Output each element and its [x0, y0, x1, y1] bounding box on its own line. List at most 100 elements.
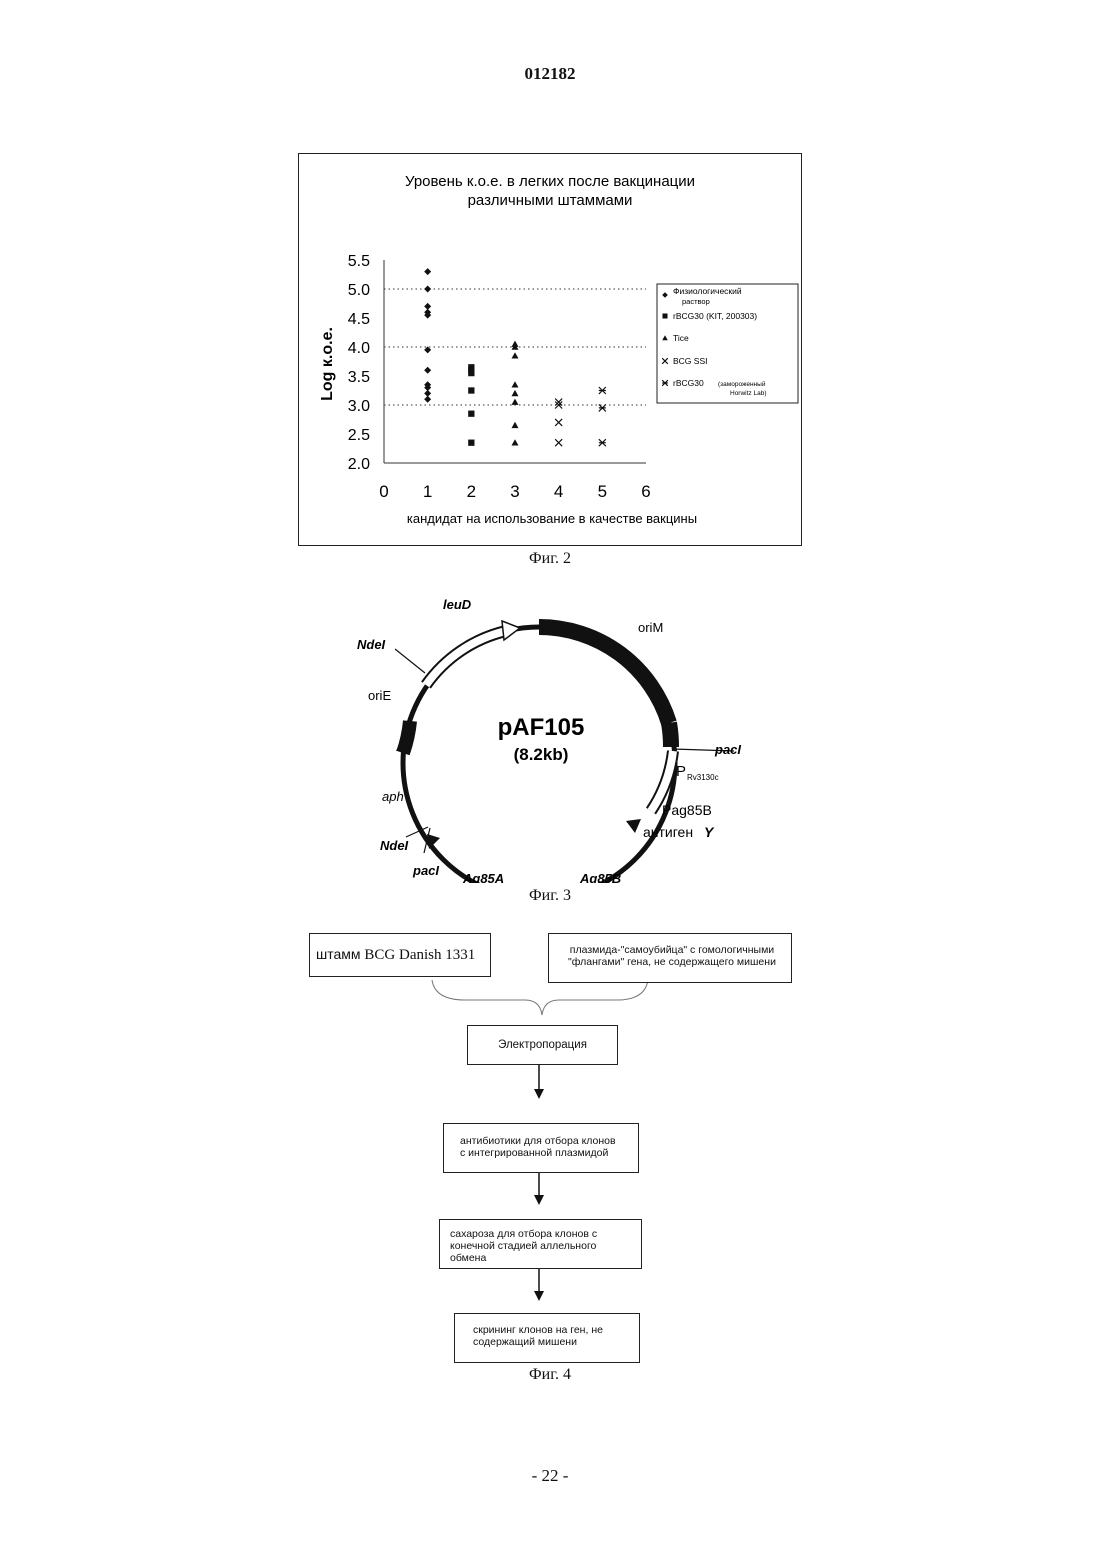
chart-title-line1: Уровень к.о.е. в легких после вакцинации [405, 173, 695, 190]
label-antigen: антиген [643, 824, 693, 840]
x-axis-label: кандидат на использование в качестве вак… [407, 511, 697, 526]
data-point-triangle [512, 439, 519, 445]
electroporation-box: Электропорация [467, 1025, 618, 1065]
sucrose-line2: конечной стадией аллельного [450, 1240, 635, 1252]
plasmid-size: (8.2kb) [514, 745, 569, 764]
chart-title-line2: различными штаммами [468, 192, 633, 209]
data-point-triangle [512, 381, 519, 387]
antibiotic-line2: с интегрированной плазмидой [460, 1147, 632, 1159]
label-antigen-y: Y [704, 824, 715, 840]
y-tick-label: 4.0 [348, 340, 370, 357]
legend-note: (замороженный [718, 380, 766, 388]
label-leud: leuD [443, 597, 472, 612]
y-tick-label: 5.5 [348, 253, 370, 270]
y-axis-label: Log к.о.е. [319, 327, 336, 401]
data-point-x [555, 439, 562, 446]
data-point-triangle [512, 399, 519, 405]
data-point-triangle [512, 352, 519, 358]
chart-legend: Физиологическийраствор rBCG30 (KIT, 20030… [657, 284, 798, 403]
label-ndei-left: NdeI [380, 838, 409, 853]
orim-segment-end [669, 723, 671, 747]
legend-note-line2: Horwitz Lab) [730, 390, 766, 397]
antibiotic-selection-box: антибиотики для отбора клонов с интегрир… [443, 1123, 639, 1173]
x-tick-label: 5 [598, 482, 607, 501]
x-tick-labels: 0 1 2 3 4 5 6 [379, 482, 650, 501]
data-point-asterisk [599, 404, 606, 411]
y-tick-label: 2.5 [348, 427, 370, 444]
plasmid-line1: плазмида-"самоубийца" с гомологичными [557, 944, 787, 956]
sucrose-line1: сахароза для отбора клонов с [450, 1228, 635, 1240]
sucrose-line3: обмена [450, 1252, 635, 1264]
data-point-triangle [512, 422, 519, 428]
x-tick-label: 0 [379, 482, 388, 501]
x-tick-label: 1 [423, 482, 432, 501]
x-tick-label: 3 [510, 482, 519, 501]
y-tick-label: 3.5 [348, 369, 370, 386]
suicide-plasmid-box: плазмида-"самоубийца" с гомологичными "ф… [548, 933, 792, 983]
electroporation-label: Электропорация [468, 1039, 617, 1051]
label-paci-left: pacI [412, 863, 439, 878]
plasmid-map: leuD oriM NdeI oriE pAF105 (8.2kb) pacI … [330, 583, 750, 883]
data-point-asterisk [599, 439, 606, 446]
data-point-x [555, 419, 562, 426]
cfu-scatter-chart: Уровень к.о.е. в легких после вакцинации… [298, 153, 802, 546]
strain-name: BCG Danish 1331 [364, 947, 475, 963]
data-point-square [468, 387, 474, 393]
y-tick-label: 3.0 [348, 398, 370, 415]
data-point-square [468, 370, 474, 376]
y-tick-label: 4.5 [348, 311, 370, 328]
label-ndei-top: NdeI [357, 637, 386, 652]
y-tick-labels: 2.0 2.5 3.0 3.5 4.0 4.5 5.0 5.5 [348, 253, 370, 473]
plasmid-name: pAF105 [498, 714, 585, 741]
figure-2-caption: Фиг. 2 [0, 550, 1100, 568]
label-aph: aph [382, 789, 404, 804]
figure-3-caption: Фиг. 3 [0, 887, 1100, 905]
label-paci-right: pacI [714, 742, 741, 757]
label-ag85a: Ag85A [462, 871, 504, 883]
plot-axes [384, 260, 646, 463]
screening-line2: содержащий мишени [473, 1336, 633, 1348]
data-point-asterisk [599, 387, 606, 394]
screening-box: скрининг клонов на ген, не содержащий ми… [454, 1313, 640, 1363]
label-promoter-sub: Rv3130c [687, 773, 719, 782]
plasmid-line2: "флангами" гена, не содержащего мишени [557, 956, 787, 968]
data-point-diamond [424, 396, 431, 403]
y-tick-label: 5.0 [348, 282, 370, 299]
leud-arrow-head [502, 621, 520, 640]
screening-line1: скрининг клонов на ген, не [473, 1324, 633, 1336]
merge-brace [432, 980, 648, 1015]
y-tick-label: 2.0 [348, 456, 370, 473]
sucrose-selection-box: сахароза для отбора клонов с конечной ст… [439, 1219, 642, 1269]
ndei-top-marker [395, 649, 425, 673]
data-point-diamond [424, 367, 431, 374]
legend-label: rBCG30 (KIT, 200303) [673, 311, 757, 321]
strain-box: штамм BCG Danish 1331 [309, 933, 491, 977]
data-point-diamond [424, 286, 431, 293]
label-ag85b: Ag85B [579, 871, 621, 883]
legend-label: rBCG30 [673, 378, 704, 388]
connector-3-head [534, 1291, 544, 1301]
data-points [424, 268, 606, 446]
data-point-triangle [512, 390, 519, 396]
figure-4-caption: Фиг. 4 [0, 1366, 1100, 1384]
connector-1-head [534, 1089, 544, 1099]
label-orim: oriM [638, 620, 663, 635]
orim-segment [539, 627, 669, 723]
antigen-y-arrowhead [626, 819, 641, 833]
legend-marker-square [662, 313, 667, 318]
label-orie: oriE [368, 688, 391, 703]
data-point-square [468, 411, 474, 417]
legend-label: BCG SSI [673, 356, 707, 366]
legend-label: Физиологический [673, 286, 742, 296]
label-promoter-p: P [676, 763, 686, 780]
x-tick-label: 6 [641, 482, 650, 501]
page-number: - 22 - [0, 1466, 1100, 1486]
legend-label-line2: раствор [682, 297, 710, 306]
document-number: 012182 [0, 64, 1100, 84]
data-point-diamond [424, 268, 431, 275]
x-tick-label: 2 [467, 482, 476, 501]
x-tick-label: 4 [554, 482, 563, 501]
connector-2-head [534, 1195, 544, 1205]
strain-prefix: штамм [316, 946, 364, 962]
label-pag85b: Pag85B [662, 802, 712, 818]
